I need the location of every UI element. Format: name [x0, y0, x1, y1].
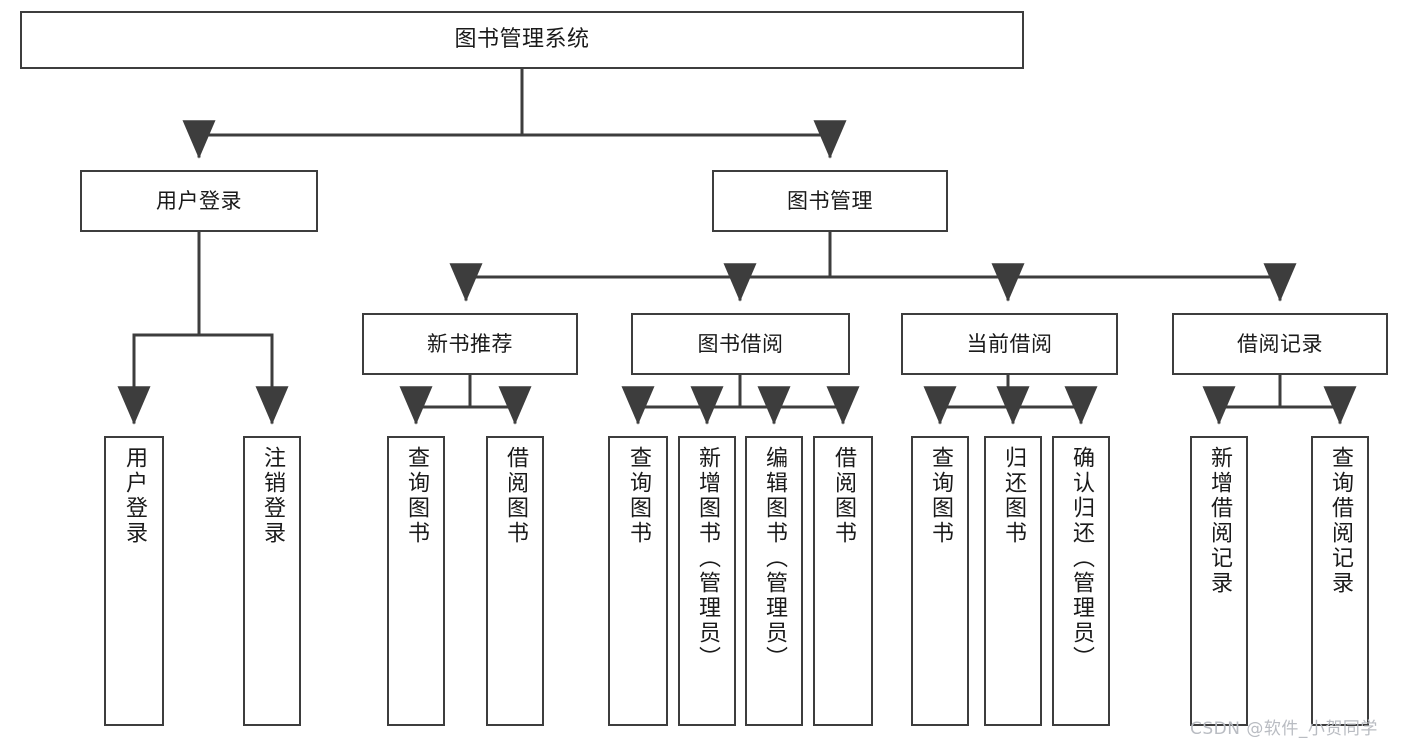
- node-leaf-add-book-admin[interactable]: 新增图书（管理员）: [678, 436, 736, 726]
- node-leaf-edit-book-admin[interactable]: 编辑图书（管理员）: [745, 436, 803, 726]
- node-leaf-add-borrow-record[interactable]: 新增借阅记录: [1190, 436, 1248, 726]
- node-leaf-borrow-book-2[interactable]: 借阅图书: [813, 436, 873, 726]
- node-root[interactable]: 图书管理系统: [20, 11, 1024, 69]
- node-new-book-recommend[interactable]: 新书推荐: [362, 313, 578, 375]
- node-current-borrow[interactable]: 当前借阅: [901, 313, 1118, 375]
- node-leaf-query-book-1-label: 查询图书: [404, 446, 429, 546]
- node-leaf-query-book-2-label: 查询图书: [626, 446, 651, 546]
- node-borrow-record[interactable]: 借阅记录: [1172, 313, 1388, 375]
- node-leaf-borrow-book-1[interactable]: 借阅图书: [486, 436, 544, 726]
- node-leaf-logout[interactable]: 注销登录: [243, 436, 301, 726]
- node-leaf-add-book-admin-label: 新增图书（管理员）: [695, 446, 720, 671]
- node-user-login[interactable]: 用户登录: [80, 170, 318, 232]
- node-leaf-return-book[interactable]: 归还图书: [984, 436, 1042, 726]
- node-leaf-borrow-book-1-label: 借阅图书: [503, 446, 528, 546]
- node-leaf-query-book-3[interactable]: 查询图书: [911, 436, 969, 726]
- node-new-book-recommend-label: 新书推荐: [427, 331, 513, 356]
- csdn-watermark: CSDN @软件_小贺同学: [1190, 719, 1378, 739]
- node-leaf-user-login-label: 用户登录: [122, 446, 147, 546]
- node-current-borrow-label: 当前借阅: [966, 331, 1053, 356]
- node-book-borrow[interactable]: 图书借阅: [631, 313, 850, 375]
- node-leaf-query-borrow-record[interactable]: 查询借阅记录: [1311, 436, 1369, 726]
- node-book-borrow-label: 图书借阅: [697, 331, 784, 356]
- node-leaf-edit-book-admin-label: 编辑图书（管理员）: [762, 446, 787, 671]
- node-leaf-query-borrow-record-label: 查询借阅记录: [1328, 446, 1353, 596]
- node-leaf-borrow-book-2-label: 借阅图书: [831, 446, 856, 546]
- node-leaf-confirm-return-admin[interactable]: 确认归还（管理员）: [1052, 436, 1110, 726]
- node-leaf-query-book-1[interactable]: 查询图书: [387, 436, 445, 726]
- node-leaf-add-borrow-record-label: 新增借阅记录: [1207, 446, 1232, 596]
- node-leaf-logout-label: 注销登录: [260, 446, 285, 546]
- node-leaf-confirm-return-admin-label: 确认归还（管理员）: [1069, 446, 1094, 671]
- node-leaf-query-book-2[interactable]: 查询图书: [608, 436, 668, 726]
- node-borrow-record-label: 借阅记录: [1237, 331, 1323, 356]
- node-leaf-return-book-label: 归还图书: [1001, 446, 1026, 546]
- node-book-management[interactable]: 图书管理: [712, 170, 948, 232]
- node-leaf-user-login[interactable]: 用户登录: [104, 436, 164, 726]
- node-user-login-label: 用户登录: [156, 188, 242, 213]
- node-leaf-query-book-3-label: 查询图书: [928, 446, 953, 546]
- node-root-label: 图书管理系统: [454, 27, 590, 53]
- node-book-management-label: 图书管理: [787, 188, 873, 213]
